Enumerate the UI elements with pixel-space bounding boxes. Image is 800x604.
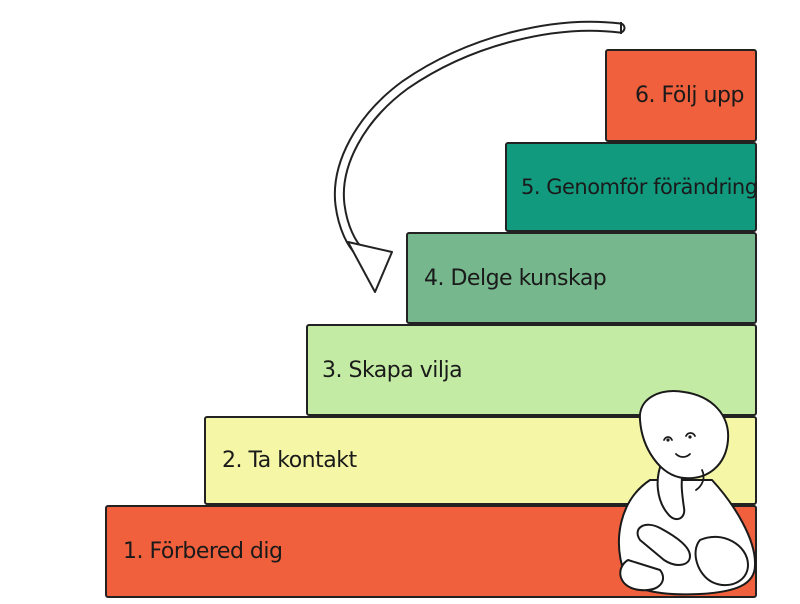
step-6-label: 6. Följ upp [635, 83, 744, 108]
step-3-label: 3. Skapa vilja [322, 357, 463, 383]
step-4-label: 4. Delge kunskap [424, 265, 607, 291]
step-1-label: 1. Förbered dig [123, 539, 283, 564]
step-5-label: 5. Genomför förändring [521, 175, 758, 199]
step-4-share-knowledge: 4. Delge kunskap [406, 232, 757, 324]
step-2-contact: 2. Ta kontakt [204, 416, 757, 505]
step-2-label: 2. Ta kontakt [222, 448, 357, 473]
step-6-follow-up: 6. Följ upp [605, 49, 757, 142]
step-5-implement-change: 5. Genomför förändring [505, 142, 758, 232]
step-3-create-will: 3. Skapa vilja [306, 324, 757, 416]
step-1-prepare: 1. Förbered dig [105, 505, 757, 598]
